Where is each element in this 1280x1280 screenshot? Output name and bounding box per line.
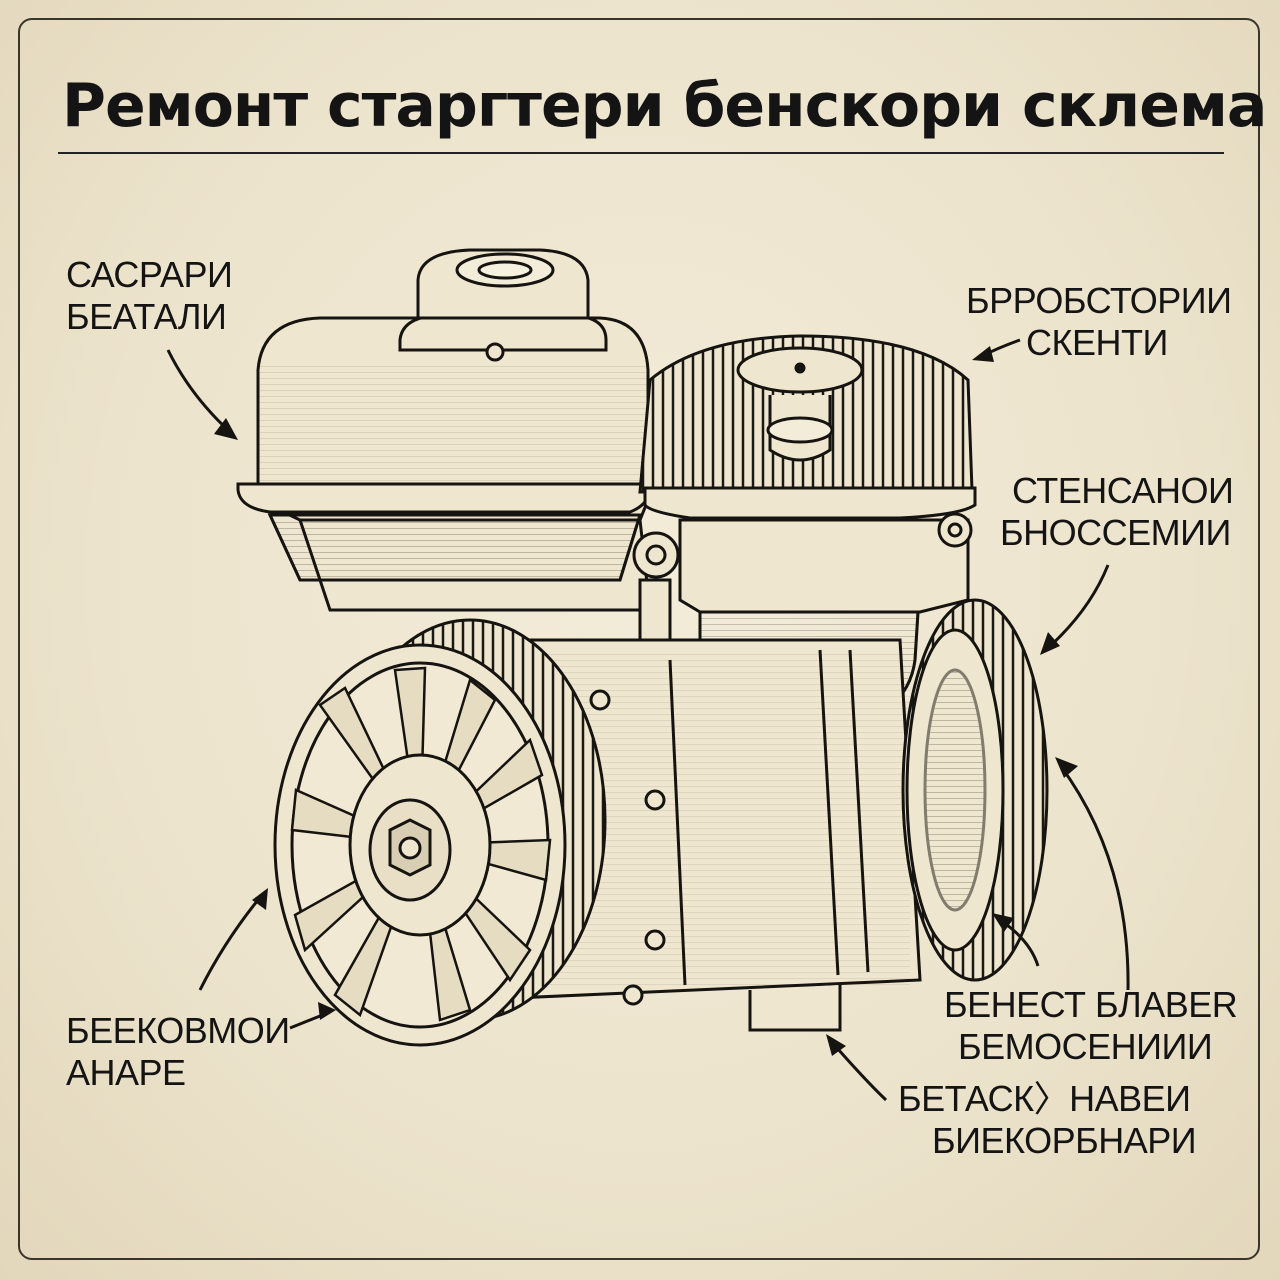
arrow-right-long: [1058, 764, 1130, 991]
rear-gear-ring: [901, 598, 1049, 982]
label-line: БЕМОСЕНИИИ: [958, 1026, 1213, 1067]
arrow-bottom-left-1: [198, 894, 264, 991]
label-line: БЕНЕСТ БЛАВЕR: [944, 984, 1238, 1025]
title-underline: [58, 152, 1224, 154]
label-line: БЕАТАЛИ: [66, 296, 227, 337]
label-line: СКЕНТИ: [1026, 322, 1168, 363]
fuel-tank: [236, 248, 652, 612]
label-top-left: САСРАРИ БЕАТАЛИ: [66, 254, 233, 338]
label-line: БНОССЕМИИ: [1000, 512, 1231, 553]
front-flywheel: [273, 618, 607, 1047]
arrow-top-left: [166, 349, 232, 434]
label-bottom-left: БЕЕКОВМОИ АНАРЕ: [66, 1010, 290, 1094]
label-line: БЕТАСК〉НАВЕИ: [898, 1078, 1191, 1119]
label-line: САСРАРИ: [66, 254, 233, 295]
label-mid-right: СТЕНСАНОИ БНОССЕМИИ: [1000, 470, 1234, 554]
label-line: АНАРЕ: [66, 1052, 186, 1093]
page-frame: [18, 18, 1260, 1260]
label-bottom-right-lower: БЕТАСК〉НАВЕИ БИЕКОРБНАРИ: [898, 1078, 1197, 1162]
arrow-mid-right: [1046, 564, 1110, 650]
cylinder-head: [638, 334, 977, 520]
label-line: БРРОБСТОРИИ: [966, 280, 1232, 321]
page-title: Ремонт старгтери бенскори склема: [62, 71, 1267, 141]
label-line: БЕЕКОВМОИ: [66, 1010, 290, 1051]
label-top-right: БРРОБСТОРИИ СКЕНТИ: [966, 280, 1232, 364]
arrow-heads: [214, 346, 1078, 1056]
label-line: СТЕНСАНОИ: [1012, 470, 1234, 511]
label-line: БИЕКОРБНАРИ: [932, 1120, 1197, 1161]
label-bottom-right-upper: БЕНЕСТ БЛАВЕR БЕМОСЕНИИИ: [944, 984, 1238, 1068]
